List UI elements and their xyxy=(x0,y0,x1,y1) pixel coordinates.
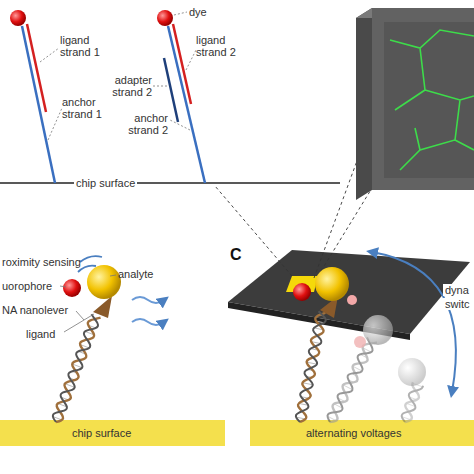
ghost-analyte xyxy=(363,315,393,345)
cube-side xyxy=(356,8,372,200)
part-label: dyna xyxy=(443,284,471,296)
electrode-bar xyxy=(250,420,474,446)
ligand-strand xyxy=(173,24,191,104)
ghost-fluorophore xyxy=(354,336,366,348)
part-label: roximity sensing xyxy=(2,256,81,268)
part-label: alternating voltages xyxy=(306,427,401,439)
leader-lines xyxy=(60,275,116,332)
part-label: uorophore xyxy=(2,280,52,292)
flow-arrows xyxy=(132,297,164,325)
part-label: ligand strand 1 xyxy=(60,34,104,58)
ligand-arrow xyxy=(93,296,112,318)
anchor-strand xyxy=(22,26,55,183)
cube-front xyxy=(372,8,474,190)
part-label: chip surface xyxy=(74,177,137,189)
zoom-lines xyxy=(215,120,372,278)
part-label: adapter strand 2 xyxy=(104,74,152,98)
fluorophore-ball xyxy=(63,279,81,297)
ghost-fluorophore xyxy=(347,295,357,305)
dye-ball xyxy=(157,10,173,26)
dna-helices xyxy=(52,311,423,422)
chip-plate xyxy=(228,250,470,334)
part-label: ligand strand 2 xyxy=(196,34,240,58)
leader-lines xyxy=(40,12,196,140)
fluorophore-ball xyxy=(293,283,311,301)
part-label: analyte xyxy=(118,268,153,280)
chip-surface-bar xyxy=(0,420,225,446)
analyte-ball xyxy=(315,267,349,301)
panel-letter: C xyxy=(230,246,242,264)
dye-ball xyxy=(10,10,26,26)
analyte-ball xyxy=(87,265,121,299)
proximity-waves xyxy=(78,256,102,272)
ghost-analyte xyxy=(398,358,426,386)
part-label: NA nanolever xyxy=(2,304,68,316)
part-label: ligand xyxy=(26,328,55,340)
part-label: anchor strand 1 xyxy=(62,96,106,120)
chip-surface-line xyxy=(0,182,340,184)
network-lines xyxy=(390,30,474,170)
switching-arrow xyxy=(372,252,456,392)
part-label: dye xyxy=(189,6,207,18)
cube-screen xyxy=(384,22,474,178)
part-label: anchor strand 2 xyxy=(124,112,168,136)
part-label: switc xyxy=(443,298,471,310)
part-label: chip surface xyxy=(72,427,131,439)
ligand-strand xyxy=(27,24,46,112)
